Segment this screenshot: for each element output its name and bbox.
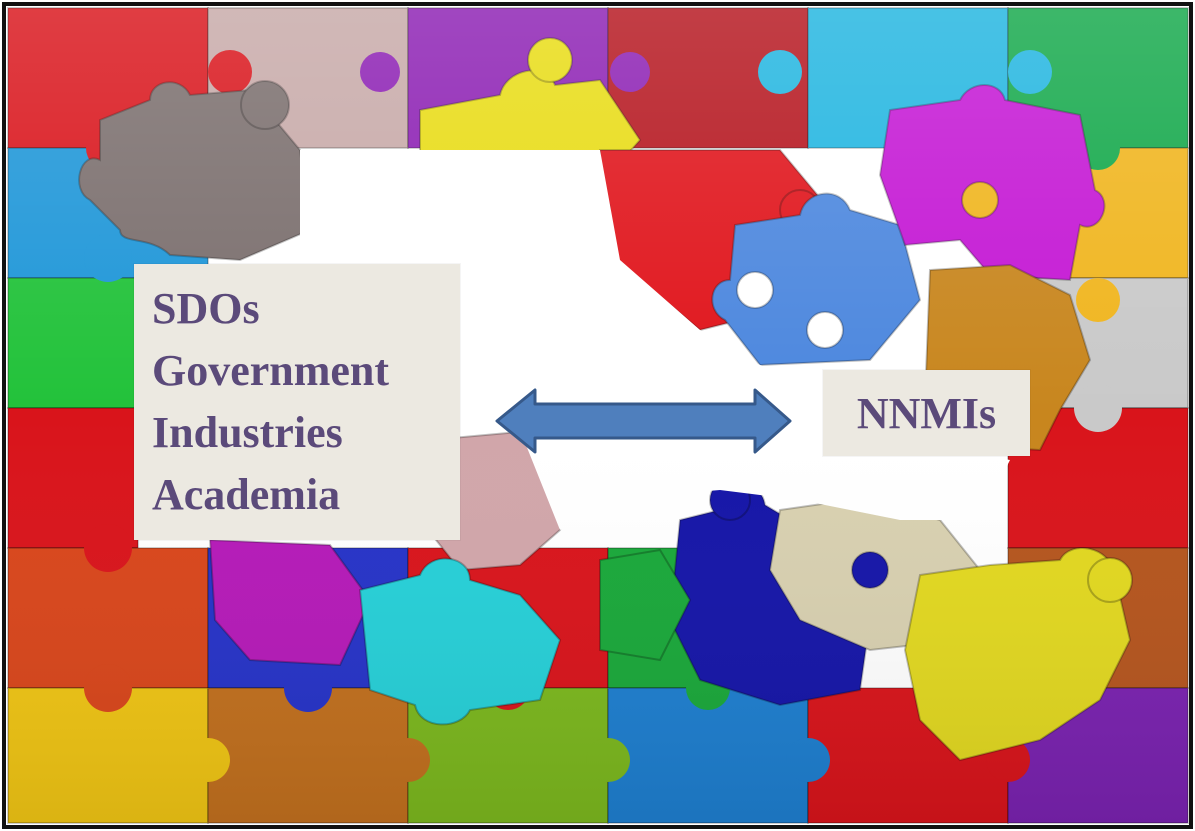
label-line-industries: Industries xyxy=(152,408,343,457)
label-line-government: Government xyxy=(152,346,390,395)
nnmis-label-box: NNMIs xyxy=(823,370,1030,456)
nnmis-label: NNMIs xyxy=(856,388,997,438)
label-line-sdos: SDOs xyxy=(152,284,260,333)
bidirectional-arrow-icon xyxy=(495,388,792,454)
label-line-academia: Academia xyxy=(152,470,341,519)
stakeholders-label-box: SDOs Government Industries Academia xyxy=(134,264,460,540)
